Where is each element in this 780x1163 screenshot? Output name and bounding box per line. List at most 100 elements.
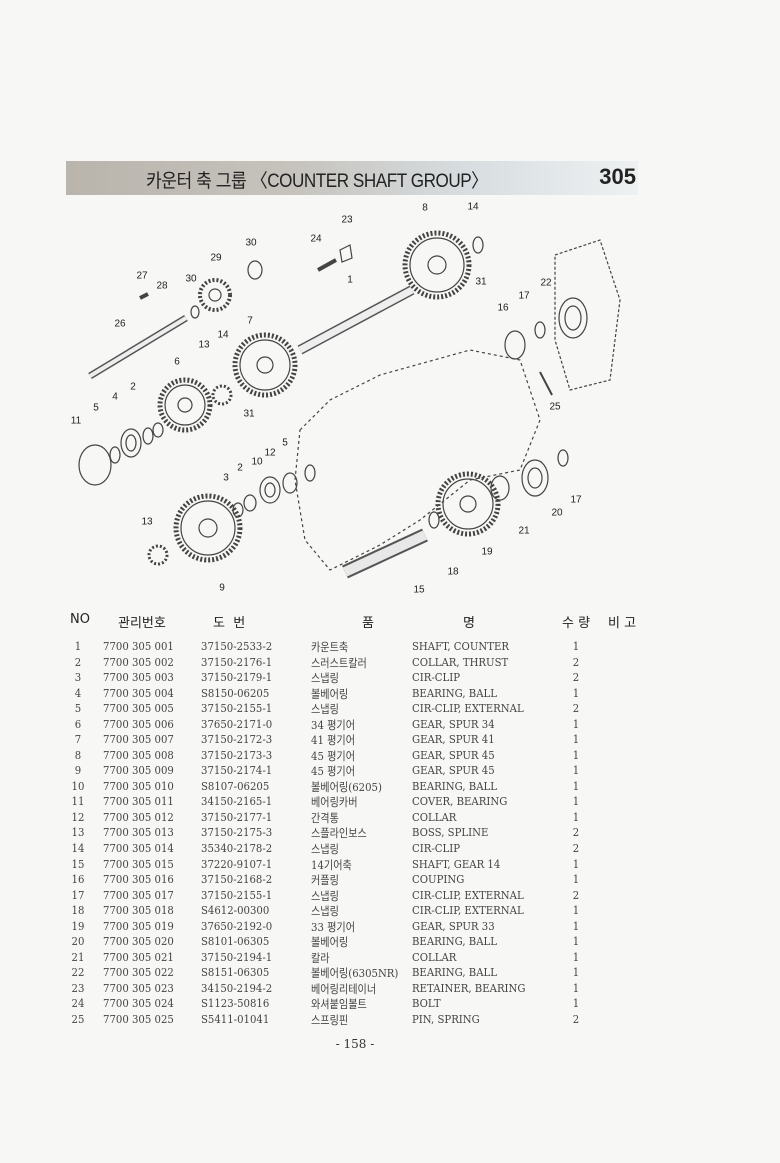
- callout-label: 13: [198, 339, 210, 351]
- callout-label: 10: [251, 456, 263, 468]
- quantity: 1: [572, 918, 580, 933]
- callout-label: 16: [497, 302, 509, 314]
- column-header-management-number: 관리번호: [118, 616, 166, 631]
- quantity: 1: [572, 996, 580, 1011]
- english-name: COLLAR: [412, 809, 457, 824]
- management-number: 7700 305 015: [103, 856, 174, 871]
- drawing-number: 34150-2194-2: [201, 980, 273, 995]
- english-name: PIN, SPRING: [412, 1011, 480, 1026]
- quantity: 1: [572, 965, 580, 980]
- row-number: 15: [71, 856, 85, 871]
- column-header-name-part2: 명: [463, 616, 475, 631]
- quantity: 2: [572, 887, 580, 902]
- english-name: CIR-CLIP, EXTERNAL: [412, 701, 524, 716]
- quantity: 1: [572, 934, 580, 949]
- english-name: BEARING, BALL: [412, 685, 497, 700]
- row-number: 11: [71, 794, 85, 809]
- callout-label: 17: [518, 290, 530, 302]
- callout-label: 19: [481, 546, 493, 558]
- korean-name: 볼베어링(6205): [311, 779, 382, 794]
- row-number: 17: [71, 887, 85, 902]
- korean-name: 45 평기어: [311, 748, 356, 763]
- english-name: COVER, BEARING: [412, 794, 508, 809]
- drawing-number: 35340-2178-2: [201, 841, 273, 856]
- drawing-number: S4612-00300: [201, 903, 270, 918]
- korean-name: 볼베어링: [311, 935, 349, 950]
- drawing-number: S8151-06305: [201, 965, 270, 980]
- management-number: 7700 305 019: [103, 918, 174, 933]
- diagram-drawing: [78, 230, 621, 579]
- english-name: CIR-CLIP, EXTERNAL: [412, 903, 524, 918]
- korean-name: 스냅링: [311, 904, 339, 919]
- callout-label: 9: [219, 582, 225, 594]
- callout-label: 17: [570, 494, 582, 506]
- quantity: 2: [572, 654, 580, 669]
- row-number: 22: [71, 965, 85, 980]
- callout-label: 5: [93, 402, 99, 414]
- drawing-number: 37650-2192-0: [201, 918, 273, 933]
- quantity: 1: [572, 872, 580, 887]
- row-number: 19: [71, 918, 85, 933]
- callout-label: 11: [70, 415, 82, 427]
- quantity: 1: [572, 949, 580, 964]
- gear-9: [173, 493, 243, 563]
- callout-label: 15: [413, 584, 425, 596]
- korean-name: 스프링핀: [311, 1012, 349, 1027]
- page-number: - 158 -: [335, 1037, 375, 1051]
- english-name: COLLAR: [412, 949, 457, 964]
- callout-label: 31: [475, 276, 487, 288]
- management-number: 7700 305 006: [103, 716, 174, 731]
- gear-29: [198, 278, 232, 312]
- quantity: 1: [572, 685, 580, 700]
- row-number: 5: [74, 701, 82, 716]
- english-name: CIR-CLIP, EXTERNAL: [412, 887, 524, 902]
- column-header-remarks: 비 고: [608, 616, 637, 631]
- callout-label: 2: [237, 462, 243, 474]
- management-number: 7700 305 004: [103, 685, 174, 700]
- english-name: COLLAR, THRUST: [412, 654, 509, 669]
- row-number: 2: [74, 654, 82, 669]
- korean-name: 간격통: [311, 810, 339, 825]
- group-number: 305: [599, 164, 636, 189]
- row-number: 16: [71, 872, 85, 887]
- drawing-number: 37150-2168-2: [201, 872, 273, 887]
- drawing-number: 37150-2155-1: [201, 887, 273, 902]
- callout-label: 14: [217, 329, 229, 341]
- row-number: 21: [71, 949, 85, 964]
- drawing-number: 37150-2179-1: [201, 670, 273, 685]
- callout-label: 2: [130, 381, 136, 393]
- row-number: 23: [71, 980, 85, 995]
- row-number: 14: [71, 841, 85, 856]
- drawing-number: 37150-2177-1: [201, 809, 273, 824]
- quantity: 1: [572, 732, 580, 747]
- callout-label: 25: [549, 401, 561, 413]
- quantity: 2: [572, 670, 580, 685]
- english-name: GEAR, SPUR 34: [412, 716, 495, 731]
- callout-label: 6: [174, 356, 180, 368]
- english-name: SHAFT, GEAR 14: [412, 856, 501, 871]
- section-title: 카운터 축 그룹 〈COUNTER SHAFT GROUP〉: [146, 171, 488, 192]
- quantity: 2: [572, 701, 580, 716]
- quantity: 1: [572, 856, 580, 871]
- management-number: 7700 305 020: [103, 934, 174, 949]
- callout-label: 13: [141, 516, 153, 528]
- drawing-number: S8107-06205: [201, 778, 270, 793]
- english-name: SHAFT, COUNTER: [412, 639, 509, 653]
- management-number: 7700 305 023: [103, 980, 174, 995]
- korean-name: 스냅링: [311, 671, 339, 686]
- english-name: GEAR, SPUR 45: [412, 747, 495, 762]
- callout-label: 8: [422, 202, 428, 214]
- callout-label: 7: [247, 315, 253, 327]
- english-name: GEAR, SPUR 33: [412, 918, 495, 933]
- korean-name: 45 평기어: [311, 764, 356, 779]
- english-name: BEARING, BALL: [412, 778, 497, 793]
- management-number: 7700 305 014: [103, 841, 174, 856]
- quantity: 1: [572, 747, 580, 762]
- row-number: 8: [74, 747, 82, 762]
- management-number: 7700 305 025: [103, 1011, 174, 1026]
- row-number: 10: [71, 778, 85, 793]
- collar-12: [282, 472, 298, 494]
- quantity: 1: [572, 903, 580, 918]
- english-name: RETAINER, BEARING: [412, 980, 526, 995]
